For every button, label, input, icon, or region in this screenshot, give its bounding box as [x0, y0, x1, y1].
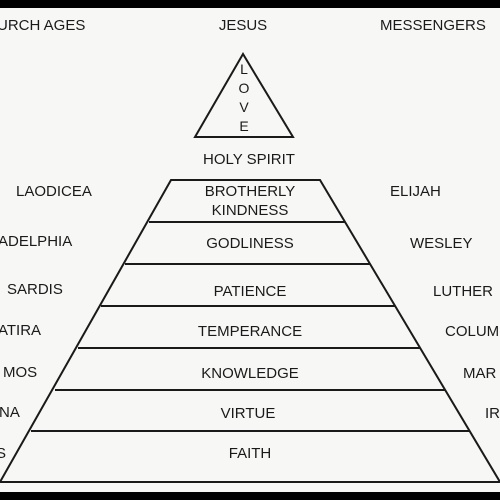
virtue-pyramid: URCH AGES JESUS MESSENGERS L O V E HOLY …	[0, 17, 500, 483]
church-age-label: S	[0, 445, 6, 462]
tier-label: TEMPERANCE	[198, 323, 302, 340]
messenger-label: WESLEY	[410, 235, 473, 252]
church-age-label: LAODICEA	[16, 183, 92, 200]
pyramid-outline	[0, 179, 500, 483]
church-age-label: MOS	[3, 364, 37, 381]
header-church-ages: URCH AGES	[0, 17, 85, 34]
apex-letter-l: L	[240, 61, 248, 77]
messenger-label: MAR	[463, 365, 497, 382]
tier-label: PATIENCE	[214, 283, 287, 300]
apex-triangle	[193, 52, 295, 138]
tier-label: FAITH	[229, 445, 272, 462]
diagram-canvas: URCH AGES JESUS MESSENGERS L O V E HOLY …	[0, 8, 500, 492]
tier-label: VIRTUE	[221, 405, 276, 422]
church-age-label: ATIRA	[0, 322, 41, 339]
messenger-label: IR	[485, 405, 500, 422]
apex-letter-v: V	[239, 99, 249, 115]
header-messengers: MESSENGERS	[380, 17, 486, 34]
tier-label-brotherly: BROTHERLY	[205, 183, 296, 200]
church-age-label: SARDIS	[7, 281, 63, 298]
church-age-label: NA	[0, 404, 20, 421]
apex-letter-e: E	[239, 118, 248, 134]
apex-letter-o: O	[239, 80, 250, 96]
holy-spirit-label: HOLY SPIRIT	[203, 151, 295, 168]
tier-label: KNOWLEDGE	[201, 365, 299, 382]
tier-label: GODLINESS	[206, 235, 294, 252]
messenger-label: ELIJAH	[390, 183, 441, 200]
messenger-label: COLUM	[445, 323, 499, 340]
church-age-label: ADELPHIA	[0, 233, 72, 250]
header-jesus: JESUS	[219, 17, 267, 34]
messenger-label: LUTHER	[433, 283, 493, 300]
tier-label-kindness: KINDNESS	[212, 202, 289, 219]
